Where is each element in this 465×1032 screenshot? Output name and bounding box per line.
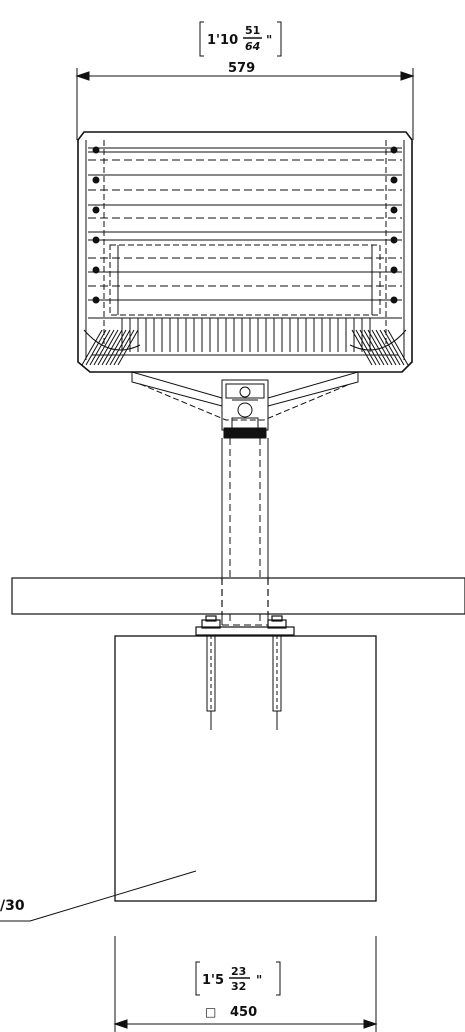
base-width-dimension [113,936,378,1032]
top-width-imperial-whole: 1'10 [207,33,238,48]
concrete-foundation [114,635,377,902]
top-width-inch-mark: " [266,33,272,47]
callout-leader [0,870,197,922]
top-width-value: 579 [228,61,255,76]
base-width-imperial-numerator: 23 [231,965,246,978]
base-width-square-symbol: □ [205,1005,216,1019]
top-width-dimension [75,21,415,140]
top-width-imperial-numerator: 51 [245,24,260,37]
base-width-imperial-denominator: 32 [231,980,246,993]
ground-slab [11,577,465,615]
base-plate [195,615,295,636]
callout-label: /30 [0,898,25,914]
base-width-value: 450 [230,1005,257,1020]
base-width-inch-mark: " [256,973,262,987]
mounting-bracket [131,371,359,439]
anchor-bolts [206,634,282,730]
base-width-imperial-whole: 1'5 [202,973,224,988]
luminaire-head [77,131,413,373]
top-width-imperial-denominator: 64 [245,40,260,53]
